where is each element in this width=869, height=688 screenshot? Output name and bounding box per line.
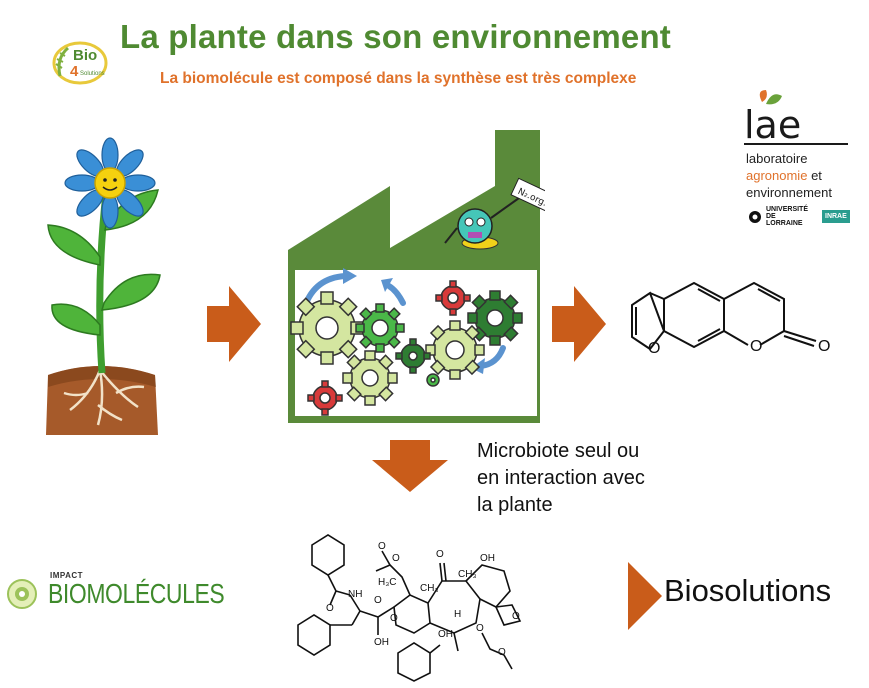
taxol-label-o1: O <box>326 603 334 614</box>
taxol-label-o2: O <box>374 595 382 606</box>
bio4-text: Bio <box>73 47 97 64</box>
arrow-right-2-icon <box>552 286 606 362</box>
bio4-logo: Bio 4 Solutions <box>52 41 108 85</box>
arrow-right-3-icon <box>628 562 662 630</box>
taxol-label-nh: NH <box>348 589 362 600</box>
lorraine-label: UNIVERSITÉ DE LORRAINE <box>766 206 809 227</box>
taxol-label-o9: O <box>498 647 506 658</box>
lae-line1: laboratoire <box>746 151 808 166</box>
impact-label: IMPACT <box>50 571 84 580</box>
plant-illustration <box>46 137 161 435</box>
lae-line2: agronomie et <box>746 167 822 184</box>
lae-line2-rest: et <box>811 168 822 183</box>
taxol-label-o4: O <box>436 549 444 560</box>
impact-biomolecules-logo-icon <box>7 579 37 609</box>
taxol-label-ch3-2: CH₃ <box>458 569 477 580</box>
taxol-label-h: H <box>454 609 461 620</box>
taxol-label-oh2: OH <box>438 629 453 640</box>
lae-line2-orange: agronomie <box>746 168 808 183</box>
biomolecules-label: BIOMOLÉCULES <box>48 578 225 609</box>
biosolutions-label: Biosolutions <box>664 573 832 608</box>
caption-line-3: la plante <box>477 494 553 516</box>
lorraine-logo-icon <box>749 210 761 223</box>
atom-o2: O <box>750 338 762 355</box>
taxol-label-o5: O <box>512 611 520 622</box>
lae-mark-icon: lae <box>744 90 848 147</box>
caption-line-2: en interaction avec <box>477 467 645 489</box>
lae-acronym: lae <box>744 103 801 147</box>
microbiote-caption: Microbiote seul ou en interaction avec l… <box>477 438 697 519</box>
taxol-label-o8: O <box>476 623 484 634</box>
lae-partners: UNIVERSITÉ DE LORRAINE INRAE <box>748 206 850 227</box>
lae-logo: lae laboratoire agronomie et environneme… <box>742 88 862 228</box>
microbe-character-icon: N₂.org. <box>444 177 545 250</box>
inrae-label: INRAE <box>822 210 850 223</box>
lae-line3: environnement <box>746 185 832 200</box>
taxol-label-o7: O <box>392 553 400 564</box>
arrow-right-1-icon <box>207 286 261 362</box>
taxol-label-oh1: OH <box>374 637 389 648</box>
atom-o1: O <box>648 340 660 357</box>
molecule-psoralen: O O O <box>631 281 830 357</box>
page-title: La plante dans son environnement <box>120 18 671 55</box>
taxol-label-h3c: H₃C <box>378 577 397 588</box>
caption-line-1: Microbiote seul ou <box>477 440 640 462</box>
bio4-number: 4 <box>70 63 79 80</box>
page-subtitle: La biomolécule est composé dans la synth… <box>160 70 637 87</box>
taxol-label-o3: O <box>390 613 398 624</box>
factory-illustration: N₂.org. <box>288 130 545 423</box>
taxol-label-o6: O <box>378 541 386 552</box>
taxol-label-ch3-1: CH₃ <box>420 583 439 594</box>
arrow-down-icon <box>372 440 448 492</box>
molecule-taxol: NH O OH O O OH O OH H O O O O H₃C CH₃ CH… <box>297 534 522 682</box>
atom-o3: O <box>818 338 830 355</box>
taxol-label-oh3: OH <box>480 553 495 564</box>
bio4-subtext: Solutions <box>80 71 105 77</box>
